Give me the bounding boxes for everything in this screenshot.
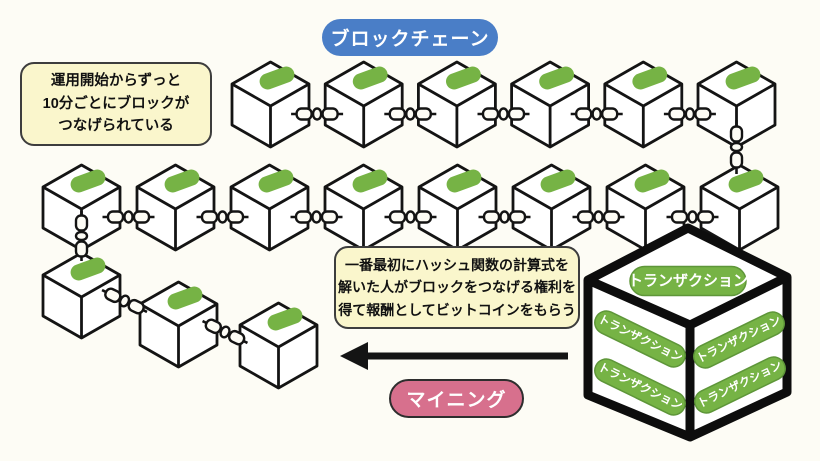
chain-link	[666, 210, 719, 224]
note-line: 運用開始からずっと	[50, 73, 182, 90]
block-seal-icon	[728, 169, 764, 193]
block-seal-icon	[70, 257, 106, 281]
block-cube	[417, 163, 498, 252]
block-cube	[323, 60, 404, 149]
block-seal-icon	[267, 307, 303, 331]
block-cube	[416, 60, 497, 149]
chain-link	[196, 210, 249, 224]
block-cube	[699, 163, 780, 252]
block-cube	[238, 301, 319, 390]
block-seal-icon	[352, 66, 388, 90]
note-line: 得て報酬としてビットコインをもらう	[338, 301, 576, 318]
chain-link	[384, 210, 437, 224]
note-mining-explanation: 一番最初にハッシュ関数の計算式を 解いた人がブロックをつなげる権利を 得て報酬と…	[334, 246, 580, 329]
block-cube	[323, 163, 404, 252]
note-block-interval: 運用開始からずっと 10分ごとにブロックが つなげられている	[20, 62, 212, 146]
block-seal-icon	[167, 286, 203, 310]
chain-link	[74, 211, 89, 261]
chain-link	[572, 210, 625, 224]
chain-link	[201, 318, 249, 346]
block-cube	[230, 60, 311, 149]
transaction-label-pill: トランザクション	[628, 265, 748, 297]
chain-link	[729, 120, 744, 174]
block-cube	[510, 60, 591, 149]
block-seal-icon	[164, 169, 200, 193]
note-line: つなげられている	[58, 118, 174, 135]
mining-badge: マイニング	[389, 379, 524, 418]
block-cube	[41, 251, 122, 340]
block-seal-icon	[446, 169, 482, 193]
block-seal-icon	[446, 66, 481, 90]
note-line: 一番最初にハッシュ関数の計算式を	[345, 256, 569, 273]
chain-link	[477, 107, 530, 121]
blockchain-title-badge: ブロックチェーン	[322, 19, 498, 56]
block-cube	[603, 60, 684, 149]
block-seal-icon	[725, 66, 761, 90]
transaction-label: トランザクション	[628, 273, 748, 290]
block-seal-icon	[70, 169, 106, 193]
block-cube	[135, 163, 216, 252]
block-seal-icon	[632, 66, 668, 90]
mining-arrow	[340, 342, 568, 370]
chain-link	[478, 210, 531, 224]
block-cube	[229, 163, 310, 252]
note-line: 10分ごとにブロックが	[42, 95, 190, 112]
block-cube	[511, 163, 592, 252]
block-seal-icon	[539, 66, 574, 90]
block-seal-icon	[540, 169, 576, 193]
chain-link	[102, 210, 155, 224]
note-line: 解いた人がブロックをつなげる権利を	[338, 279, 576, 296]
chain-link	[663, 107, 716, 121]
chain-link	[384, 107, 437, 121]
block-seal-icon	[352, 169, 388, 193]
block-seal-icon	[634, 169, 670, 193]
block-seal-icon	[259, 66, 295, 90]
chain-link	[570, 107, 623, 121]
chain-link	[290, 210, 343, 224]
block-seal-icon	[258, 169, 294, 193]
chain-link	[101, 287, 148, 315]
chain-link	[291, 107, 344, 121]
